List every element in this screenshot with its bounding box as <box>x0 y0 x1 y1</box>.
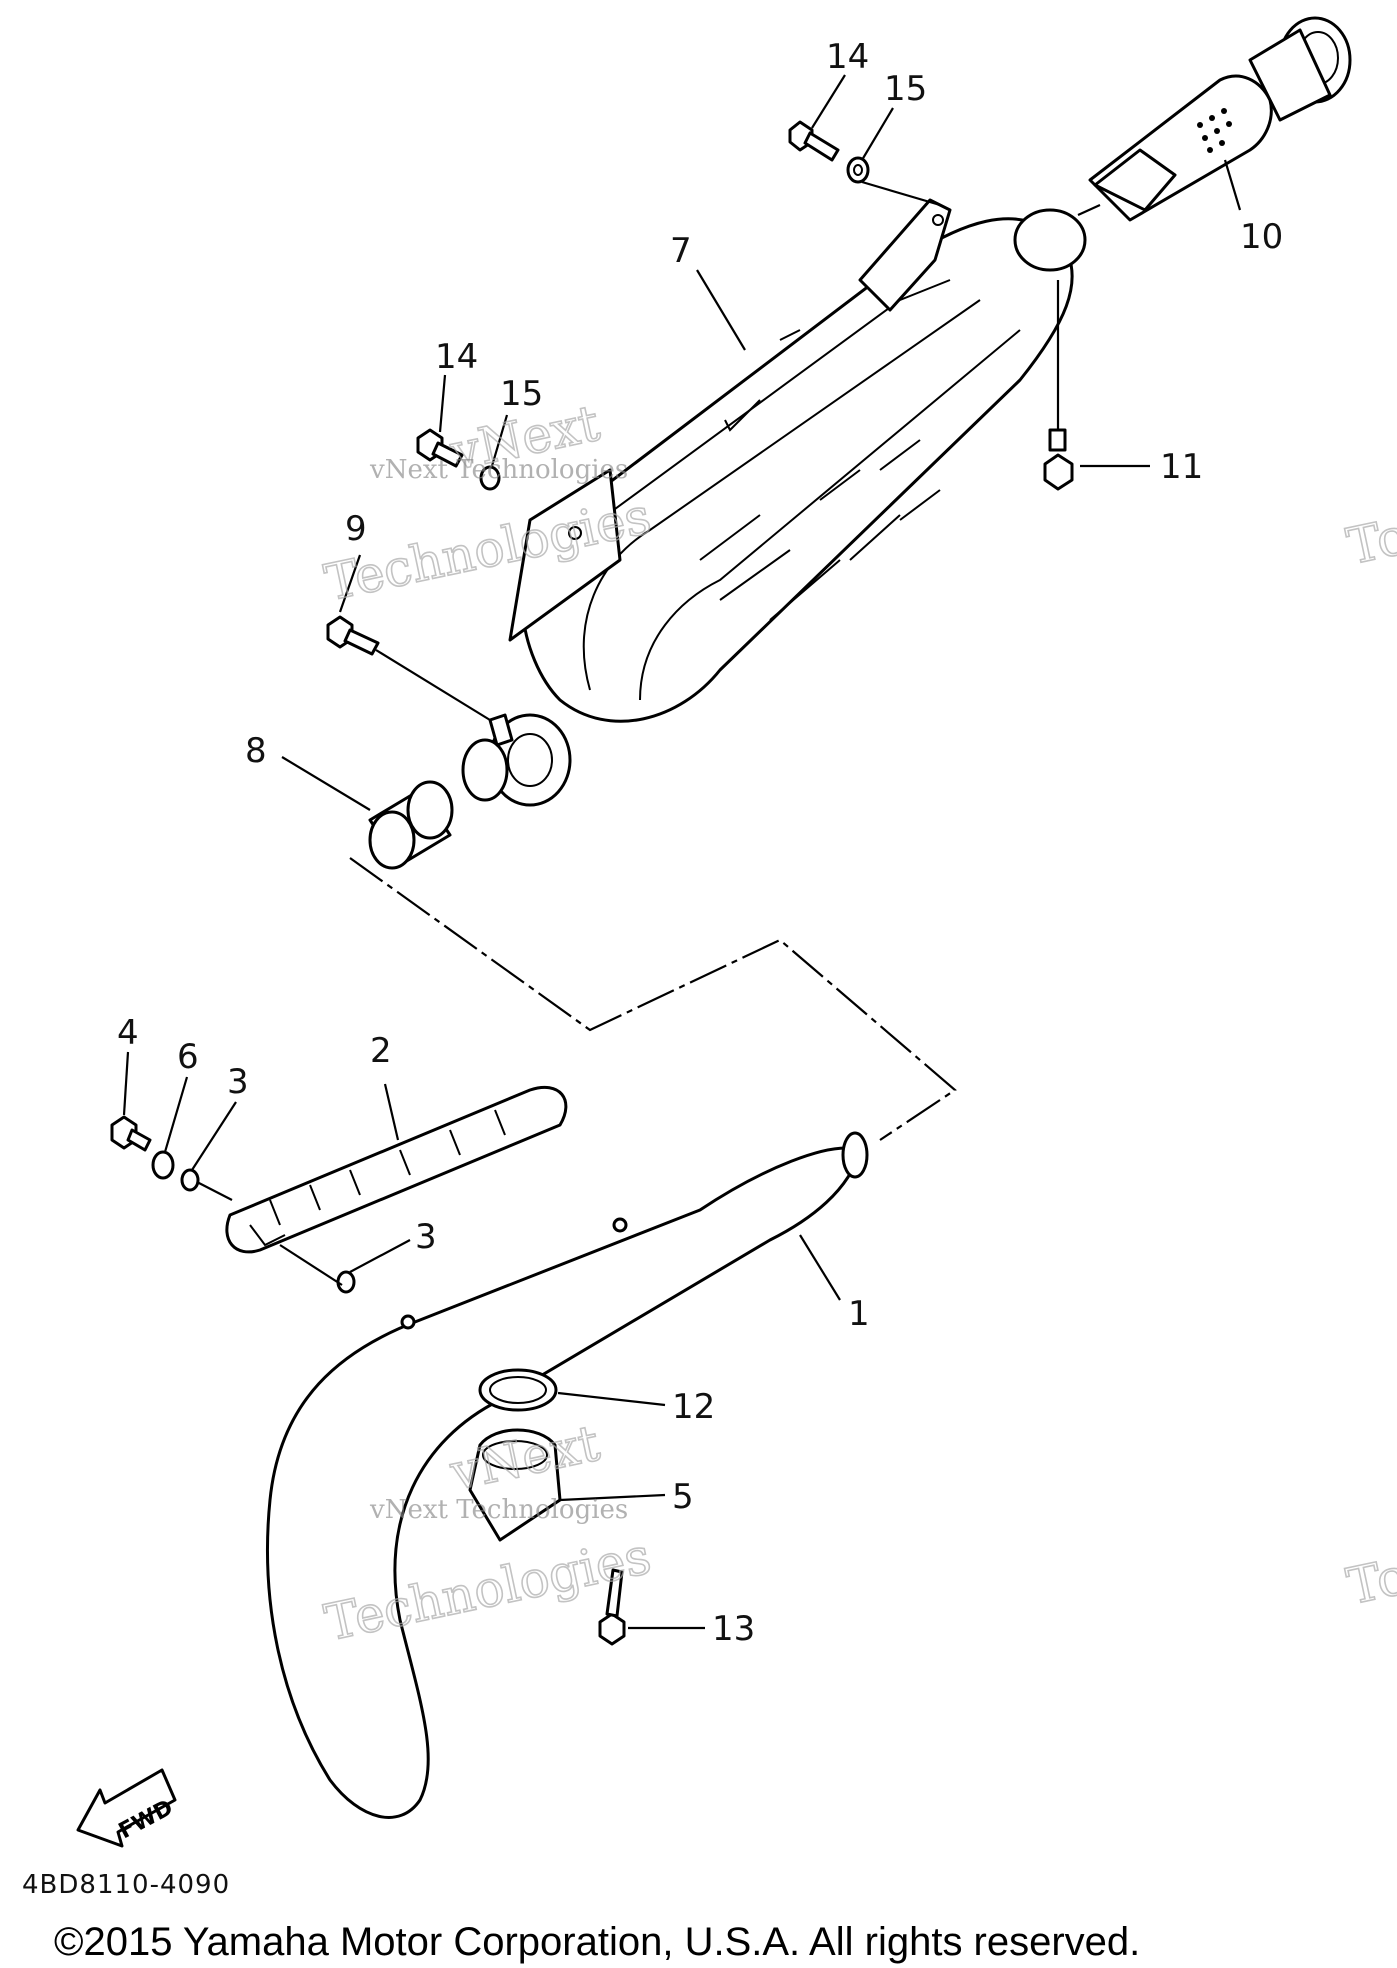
tailpipe-part-10 <box>1088 16 1352 222</box>
callout-4: 4 <box>117 1013 139 1053</box>
watermarks: vNext vNext Technologies Technologies vN… <box>319 393 1397 1653</box>
callout-12: 12 <box>672 1387 715 1427</box>
bolt-11 <box>1043 428 1074 491</box>
callout-15-upper: 15 <box>884 69 927 109</box>
gasket-part-8 <box>368 780 454 870</box>
collar-3-lower <box>336 1270 356 1294</box>
bolt-4 <box>110 1115 152 1152</box>
muffler-part-7 <box>461 198 1087 807</box>
callout-13: 13 <box>712 1609 755 1649</box>
flange-part-5 <box>468 1428 562 1542</box>
callout-7: 7 <box>670 231 692 271</box>
callout-8: 8 <box>245 731 267 771</box>
callout-1: 1 <box>848 1294 870 1334</box>
protector-part-2 <box>225 1085 568 1254</box>
collar-3-upper <box>180 1168 200 1192</box>
bolt-9 <box>326 615 380 656</box>
callout-10: 10 <box>1240 217 1283 257</box>
watermark-line-2: vNext Technologies <box>369 1495 628 1525</box>
watermark-line-1: vNext Technologies <box>369 455 628 485</box>
leader-lines <box>122 74 1242 1630</box>
callout-3-lower: 3 <box>415 1217 437 1257</box>
exhaust-pipe-part-1 <box>266 1131 869 1819</box>
drawing-code: 4BD8110-4090 <box>22 1870 230 1900</box>
callout-9: 9 <box>345 509 367 549</box>
callout-5: 5 <box>672 1477 694 1517</box>
bolt-14-upper <box>788 120 840 162</box>
callout-14-lower: 14 <box>435 337 478 377</box>
watermark-edge-1: Tc <box>1342 507 1397 576</box>
copyright-notice: ©2015 Yamaha Motor Corporation, U.S.A. A… <box>54 1920 1140 1964</box>
callout-2: 2 <box>370 1031 392 1071</box>
washer-15-lower <box>479 465 501 491</box>
bolt-14-lower <box>416 428 464 468</box>
washer-15-upper <box>846 156 870 184</box>
callout-3-upper: 3 <box>227 1062 249 1102</box>
callout-11: 11 <box>1160 447 1203 487</box>
bolt-13 <box>598 1568 626 1646</box>
callout-6: 6 <box>177 1037 199 1077</box>
callout-15-lower: 15 <box>500 374 543 414</box>
gasket-part-12 <box>478 1368 558 1412</box>
washer-6 <box>151 1150 175 1180</box>
watermark-edge-2: Tc <box>1342 1547 1397 1616</box>
callout-14-upper: 14 <box>826 37 869 77</box>
callout-labels: 14 15 7 10 14 15 11 9 8 4 6 2 3 3 1 12 5… <box>117 37 1283 1649</box>
fwd-arrow: FWD <box>76 1768 177 1848</box>
